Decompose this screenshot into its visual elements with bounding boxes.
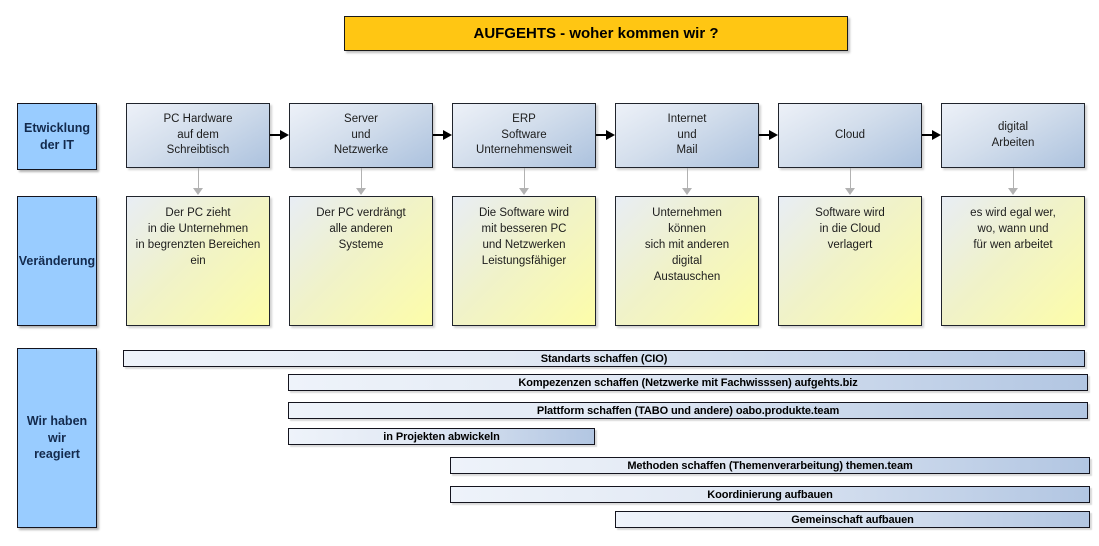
reaction-bar-koordinierung: Koordinierung aufbauen: [450, 486, 1090, 503]
down-arrow-icon: [355, 168, 367, 196]
arrow-shaft: [596, 134, 606, 136]
arrow-shaft: [759, 134, 769, 136]
connector-line: [523, 168, 525, 189]
connector-head-icon: [1008, 188, 1018, 195]
row-label-change: Veränderung: [17, 196, 97, 326]
change-box-pc-verdraengt: Der PC verdrängt alle anderen Systeme: [289, 196, 433, 326]
reaction-bar-methoden: Methoden schaffen (Themenverarbeitung) t…: [450, 457, 1090, 474]
connector-head-icon: [356, 188, 366, 195]
connector-head-icon: [193, 188, 203, 195]
it-stage-box-internet: Internet und Mail: [615, 103, 759, 168]
change-box-pc-einzug: Der PC zieht in die Unternehmen in begre…: [126, 196, 270, 326]
arrow-shaft: [922, 134, 932, 136]
connector-line: [197, 168, 199, 189]
reaction-bar-gemeinschaft: Gemeinschaft aufbauen: [615, 511, 1090, 528]
down-arrow-icon: [518, 168, 530, 196]
change-box-software-leistung: Die Software wird mit besseren PC und Ne…: [452, 196, 596, 326]
arrow-head-icon: [769, 130, 778, 140]
it-stage-box-digital: digital Arbeiten: [941, 103, 1085, 168]
title-banner: AUFGEHTS - woher kommen wir ?: [344, 16, 848, 51]
right-arrow-icon: [759, 127, 778, 143]
reaction-bar-kompetenzen: Kompezenzen schaffen (Netzwerke mit Fach…: [288, 374, 1088, 391]
it-stage-box-cloud: Cloud: [778, 103, 922, 168]
arrow-head-icon: [932, 130, 941, 140]
connector-line: [686, 168, 688, 189]
change-box-cloud-verlagerung: Software wird in die Cloud verlagert: [778, 196, 922, 326]
down-arrow-icon: [844, 168, 856, 196]
connector-line: [1012, 168, 1014, 189]
right-arrow-icon: [433, 127, 452, 143]
reaction-bar-standards: Standarts schaffen (CIO): [123, 350, 1085, 367]
reaction-bar-projekte: in Projekten abwickeln: [288, 428, 595, 445]
it-stage-box-pc-hardware: PC Hardware auf dem Schreibtisch: [126, 103, 270, 168]
arrow-head-icon: [443, 130, 452, 140]
connector-head-icon: [519, 188, 529, 195]
down-arrow-icon: [192, 168, 204, 196]
arrow-shaft: [270, 134, 280, 136]
reaction-bar-plattform: Plattform schaffen (TABO und andere) oab…: [288, 402, 1088, 419]
it-stage-box-server: Server und Netzwerke: [289, 103, 433, 168]
arrow-head-icon: [606, 130, 615, 140]
arrow-shaft: [433, 134, 443, 136]
down-arrow-icon: [1007, 168, 1019, 196]
connector-line: [360, 168, 362, 189]
row-label-reaction: Wir haben wir reagiert: [17, 348, 97, 528]
change-box-digitaler-austausch: Unternehmen können sich mit anderen digi…: [615, 196, 759, 326]
right-arrow-icon: [270, 127, 289, 143]
arrow-head-icon: [280, 130, 289, 140]
connector-head-icon: [845, 188, 855, 195]
row-label-it-development: Etwicklung der IT: [17, 103, 97, 170]
change-box-arbeit-egal-wo: es wird egal wer, wo, wann und für wen a…: [941, 196, 1085, 326]
connector-head-icon: [682, 188, 692, 195]
right-arrow-icon: [596, 127, 615, 143]
it-stage-box-erp: ERP Software Unternehmensweit: [452, 103, 596, 168]
right-arrow-icon: [922, 127, 941, 143]
down-arrow-icon: [681, 168, 693, 196]
connector-line: [849, 168, 851, 189]
